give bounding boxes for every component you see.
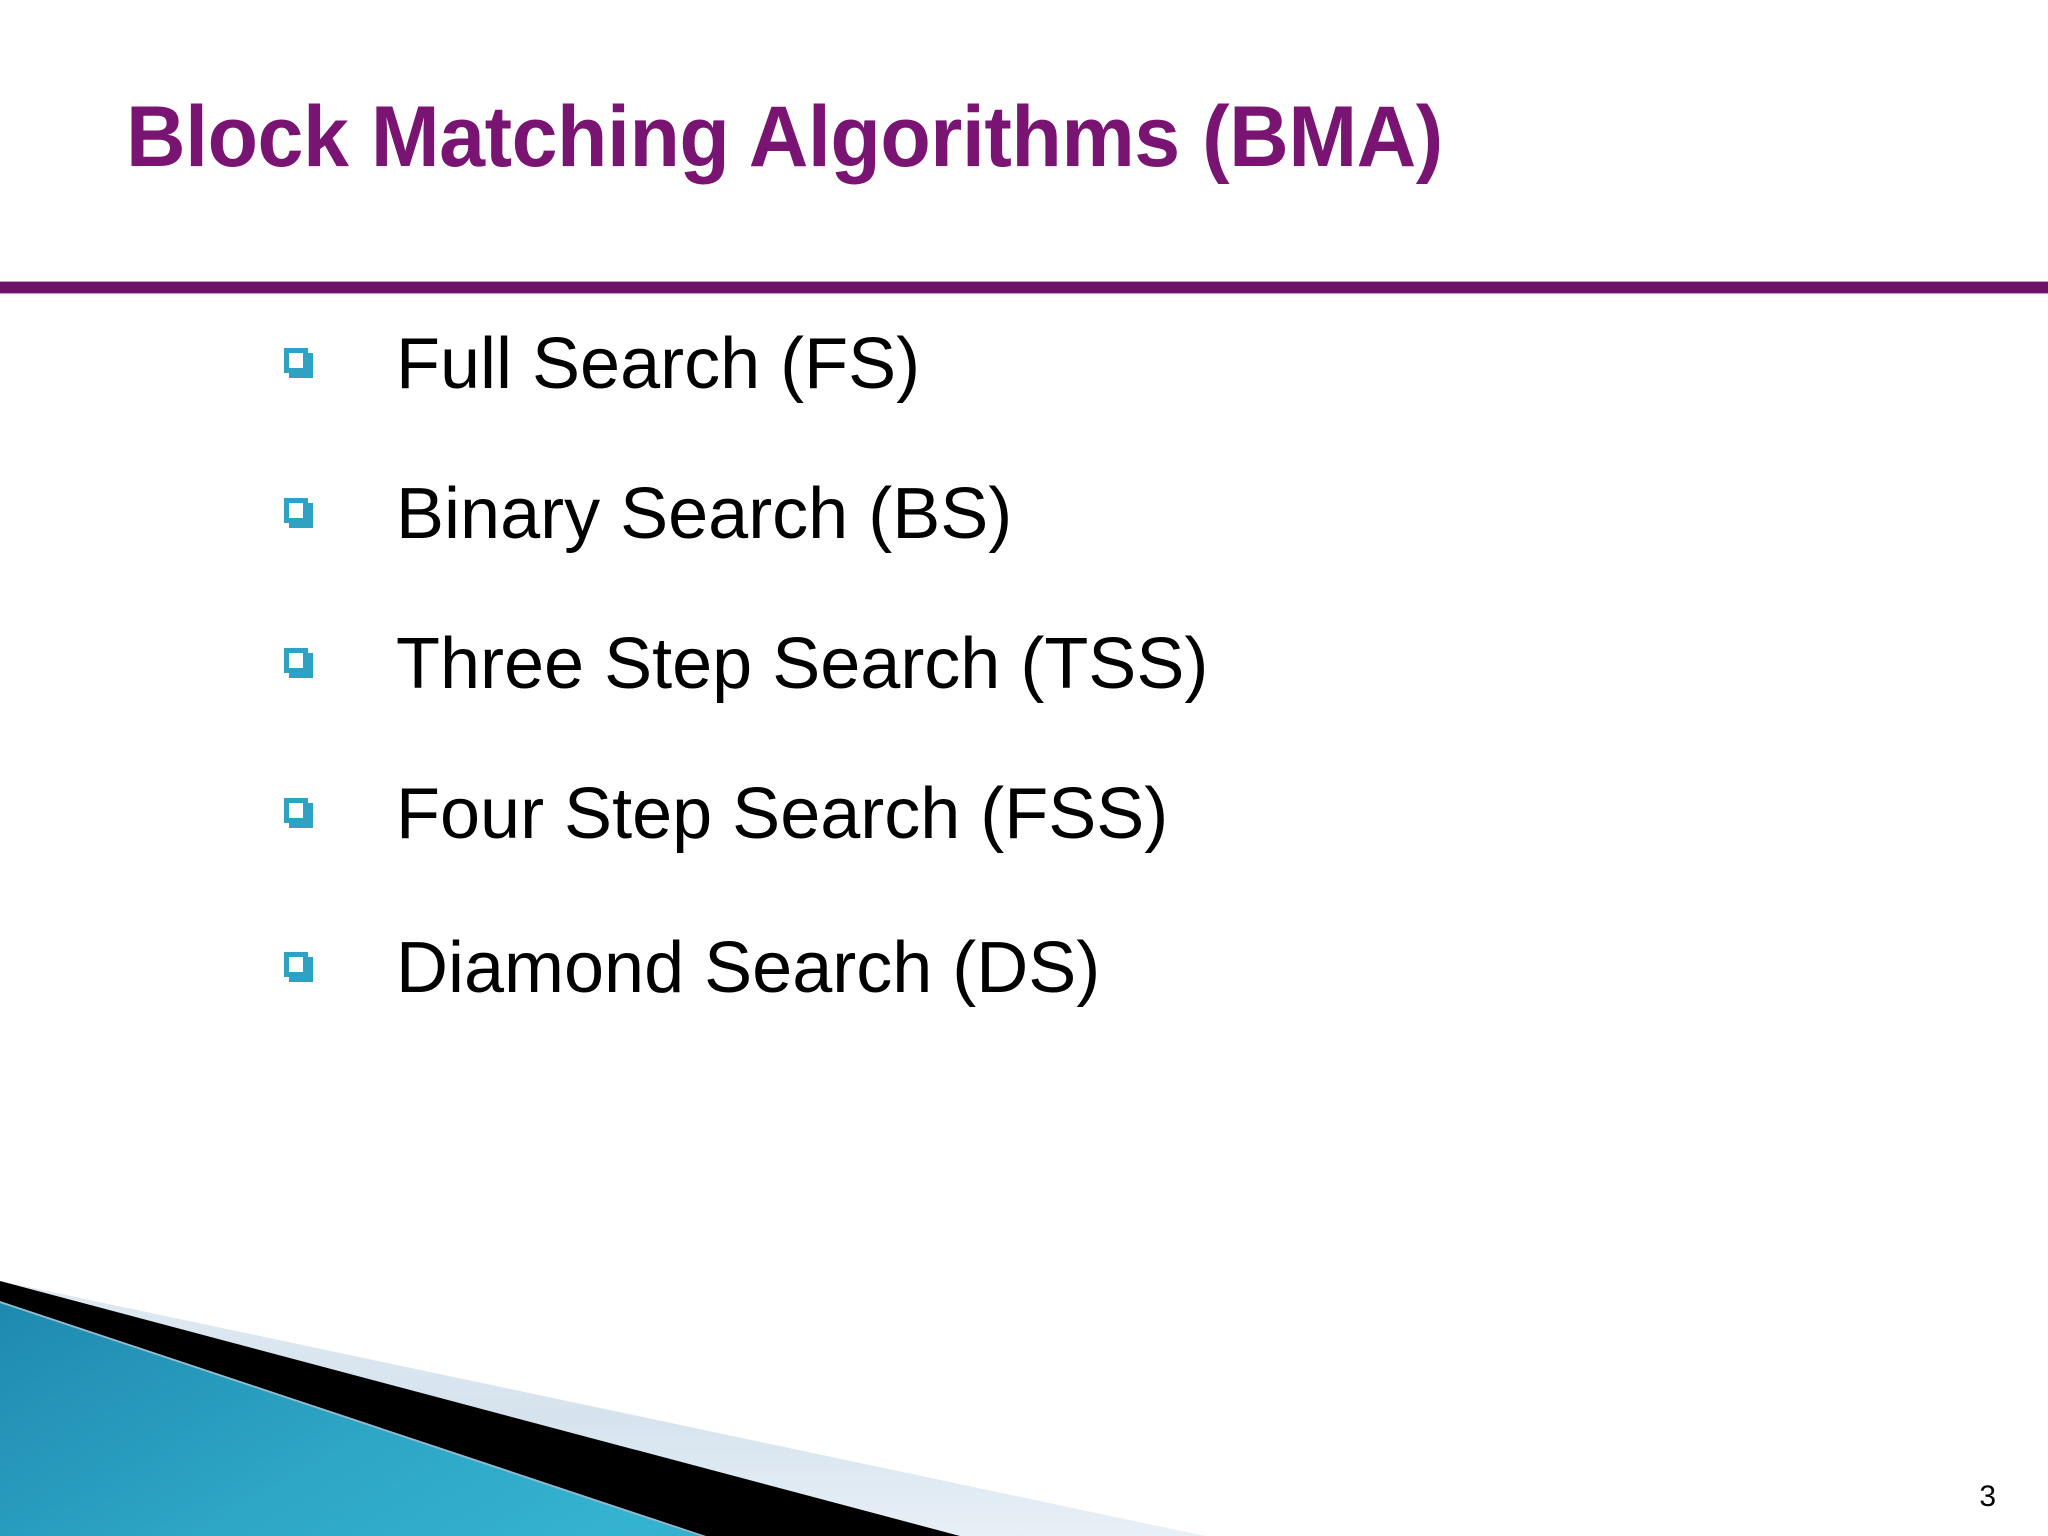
hollow-square-bullet-icon	[284, 952, 314, 984]
hollow-square-bullet-icon	[284, 498, 314, 530]
black-band-shape	[0, 1281, 960, 1536]
slide-number: 3	[1979, 1480, 1996, 1513]
teal-band-shape	[0, 1303, 700, 1536]
list-item-label: Full Search (FS)	[396, 324, 921, 404]
title-area: Block Matching Algorithms (BMA)	[0, 0, 2048, 281]
list-item[interactable]: Four Step Search (FSS)	[284, 766, 1168, 862]
teal-band-edge-shape	[0, 1301, 706, 1536]
list-item[interactable]: Three Step Search (TSS)	[284, 616, 1208, 712]
list-item[interactable]: Full Search (FS)	[284, 316, 920, 412]
hollow-square-bullet-icon	[284, 648, 314, 680]
bullet-list: Full Search (FS) Binary Search (BS) Thre…	[0, 294, 2048, 1214]
list-item[interactable]: Diamond Search (DS)	[284, 920, 1100, 1016]
hollow-square-bullet-icon	[284, 348, 314, 380]
list-item-label: Four Step Search (FSS)	[396, 774, 1169, 854]
list-item[interactable]: Binary Search (BS)	[284, 466, 1012, 562]
list-item-label: Diamond Search (DS)	[396, 928, 1101, 1008]
list-item-label: Binary Search (BS)	[396, 474, 1013, 554]
light-band-shape	[0, 1281, 1205, 1536]
page-title: Block Matching Algorithms (BMA)	[126, 89, 1443, 185]
list-item-label: Three Step Search (TSS)	[396, 624, 1209, 704]
title-divider-rule	[0, 281, 2048, 294]
hollow-square-bullet-icon	[284, 798, 314, 830]
bottom-left-diagonal-bands	[0, 1276, 1260, 1536]
